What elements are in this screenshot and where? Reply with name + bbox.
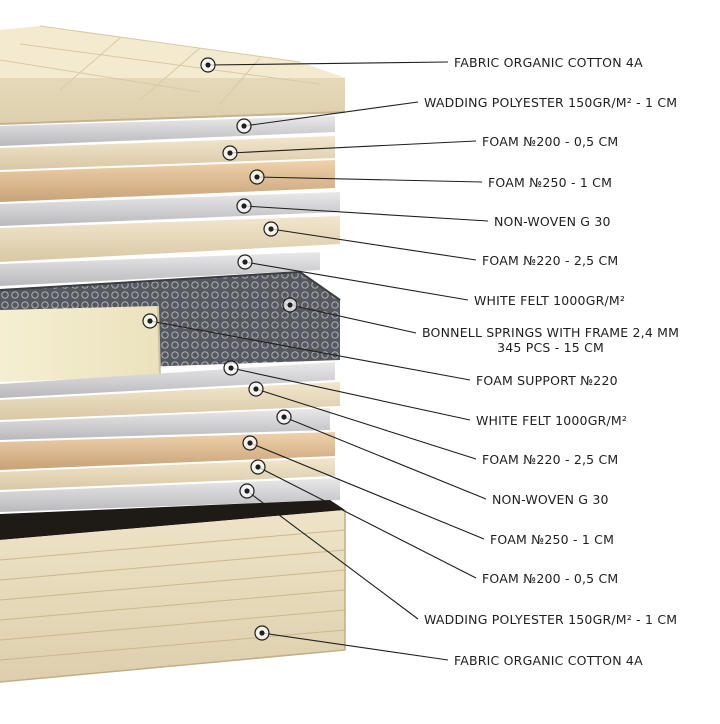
leader-markers	[142, 57, 298, 641]
layer-label-foam250-top: FOAM №250 - 1 CM	[488, 175, 612, 190]
layer-label-wadding-bottom: WADDING POLYESTER 150GR/M² - 1 CM	[424, 612, 677, 627]
layer-label-text: WHITE FELT 1000GR/M²	[474, 293, 626, 308]
layer-label-text: FOAM №200 - 0,5 CM	[482, 571, 619, 586]
leader-line-fabric-top	[207, 61, 449, 66]
layer-label-foam220-top: FOAM №220 - 2,5 CM	[482, 253, 618, 268]
layer-label-text: WADDING POLYESTER 150GR/M² - 1 CM	[424, 612, 678, 627]
marker-nonwoven-bottom	[276, 409, 292, 425]
layer-label-nonwoven-top: NON-WOVEN G 30	[494, 214, 611, 229]
marker-felt-bottom	[223, 360, 239, 376]
layer-label-text: FOAM №200 - 0,5 CM	[482, 134, 619, 149]
leader-line-felt-top	[244, 261, 469, 301]
layer-label-foam200-top: FOAM №200 - 0,5 CM	[482, 134, 618, 149]
marker-springs	[282, 297, 298, 313]
layer-label-nonwoven-bottom: NON-WOVEN G 30	[492, 492, 609, 507]
layer-label-text: WADDING POLYESTER 150GR/M² - 1 CM	[424, 95, 678, 110]
leader-line-foam200-bottom	[257, 466, 477, 579]
layer-label-fabric-bottom: FABRIC ORGANIC COTTON 4A	[454, 653, 643, 668]
leader-line-wadding-bottom	[246, 490, 419, 620]
layer-label-wadding-top: WADDING POLYESTER 150GR/M² - 1 CM	[424, 95, 677, 110]
leader-line-nonwoven-bottom	[283, 416, 487, 500]
layer-label-foam220-bottom: FOAM №220 - 2,5 CM	[482, 452, 618, 467]
layer-label-foam-support: FOAM SUPPORT №220	[476, 373, 618, 388]
layer-label-text: FOAM №250 - 1 CM	[490, 532, 615, 547]
marker-foam220-bottom	[248, 381, 264, 397]
leader-line-foam220-bottom	[255, 388, 477, 460]
marker-nonwoven-top	[236, 198, 252, 214]
layer-label-text: FOAM №220 - 2,5 CM	[482, 452, 619, 467]
layer-label-text: FABRIC ORGANIC COTTON 4A	[454, 653, 643, 668]
layer-label-foam250-bottom: FOAM №250 - 1 CM	[490, 532, 614, 547]
marker-foam220-top	[263, 221, 279, 237]
marker-fabric-bottom	[254, 625, 270, 641]
marker-foam250-bottom	[242, 435, 258, 451]
layer-label-felt-bottom: WHITE FELT 1000GR/M²	[476, 413, 627, 428]
layer-label-felt-top: WHITE FELT 1000GR/M²	[474, 293, 625, 308]
layer-label-text: FOAM №220 - 2,5 CM	[482, 253, 619, 268]
leader-line-foam220-top	[270, 228, 477, 261]
mattress-slices	[0, 25, 346, 683]
marker-foam-support	[142, 313, 158, 329]
leader-line-felt-bottom	[230, 367, 471, 421]
marker-foam200-bottom	[250, 459, 266, 475]
layer-label-text: BONNELL SPRINGS WITH FRAME 2,4 MM	[422, 325, 680, 340]
layer-label-fabric-top: FABRIC ORGANIC COTTON 4A	[454, 55, 643, 70]
layer-label-text: WHITE FELT 1000GR/M²	[476, 413, 628, 428]
leader-line-wadding-top	[243, 101, 419, 127]
marker-wadding-top	[236, 118, 252, 134]
leader-line-springs	[289, 304, 417, 334]
leader-line-foam250-top	[256, 176, 483, 183]
marker-fabric-top	[200, 57, 216, 73]
marker-foam250-top	[249, 169, 265, 185]
leader-line-fabric-bottom	[261, 632, 449, 661]
layer-label-foam200-bottom: FOAM №200 - 0,5 CM	[482, 571, 618, 586]
layer-label-text: NON-WOVEN G 30	[494, 214, 611, 229]
marker-foam200-top	[222, 145, 238, 161]
layer-label-text: FOAM №250 - 1 CM	[488, 175, 613, 190]
layer-label-text: FOAM SUPPORT №220	[476, 373, 618, 388]
leader-line-foam250-bottom	[249, 442, 485, 540]
marker-felt-top	[237, 254, 253, 270]
leader-line-foam200-top	[229, 140, 477, 154]
leader-line-foam-support	[149, 320, 471, 381]
leader-lines	[149, 61, 489, 661]
leader-line-nonwoven-top	[243, 205, 489, 222]
layer-label-text: NON-WOVEN G 30	[492, 492, 609, 507]
marker-wadding-bottom	[239, 483, 255, 499]
layer-label-subtext: 345 PCS - 15 CM	[497, 340, 605, 355]
layer-label-text: FABRIC ORGANIC COTTON 4A	[454, 55, 643, 70]
